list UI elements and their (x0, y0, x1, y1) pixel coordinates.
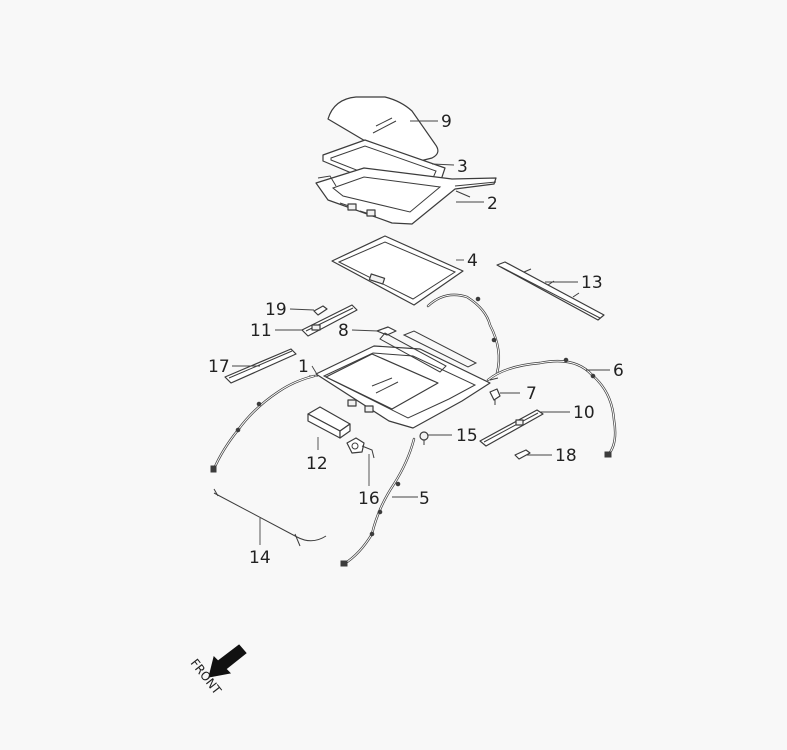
part-18-clip (514, 449, 531, 460)
callout-19: 19 (265, 300, 287, 320)
part-14-drain-hose (213, 488, 327, 547)
callout-3: 3 (457, 157, 468, 177)
cables (210, 293, 617, 567)
callout-1: 1 (298, 357, 309, 377)
callout-9: 9 (441, 112, 452, 132)
part-19-clip (313, 305, 328, 316)
part-4-sunshade (331, 235, 464, 306)
part-13-deflector (496, 261, 605, 321)
callout-16: 16 (358, 489, 380, 509)
callout-4: 4 (467, 251, 478, 271)
part-1-main-frame (309, 330, 499, 429)
part-12-control-module (307, 406, 351, 439)
callout-10: 10 (573, 403, 595, 423)
callout-17: 17 (208, 357, 230, 377)
part-15-screw (419, 431, 429, 445)
part-2-frame-assembly (315, 167, 497, 225)
callout-labels: 9 3 2 4 13 19 11 8 17 1 6 7 10 15 18 12 … (208, 112, 624, 568)
part-11-guide-rail-left (301, 304, 358, 337)
front-arrow-icon (208, 644, 247, 678)
callout-5: 5 (419, 489, 430, 509)
callout-14: 14 (249, 548, 271, 568)
part-17-trim-bar (224, 348, 297, 384)
callout-11: 11 (250, 321, 272, 341)
front-indicator: FRONT (188, 644, 247, 698)
callout-13: 13 (581, 273, 603, 293)
leader-lines (232, 120, 610, 545)
callout-8: 8 (338, 321, 349, 341)
part-7-connector (489, 388, 501, 405)
part-8-bracket (376, 326, 397, 336)
part-16-motor (346, 437, 375, 459)
callout-2: 2 (487, 194, 498, 214)
callout-6: 6 (613, 361, 624, 381)
callout-12: 12 (306, 454, 328, 474)
callout-15: 15 (456, 426, 478, 446)
callout-7: 7 (526, 384, 537, 404)
callout-18: 18 (555, 446, 577, 466)
part-10-guide-rail-right (479, 409, 544, 447)
